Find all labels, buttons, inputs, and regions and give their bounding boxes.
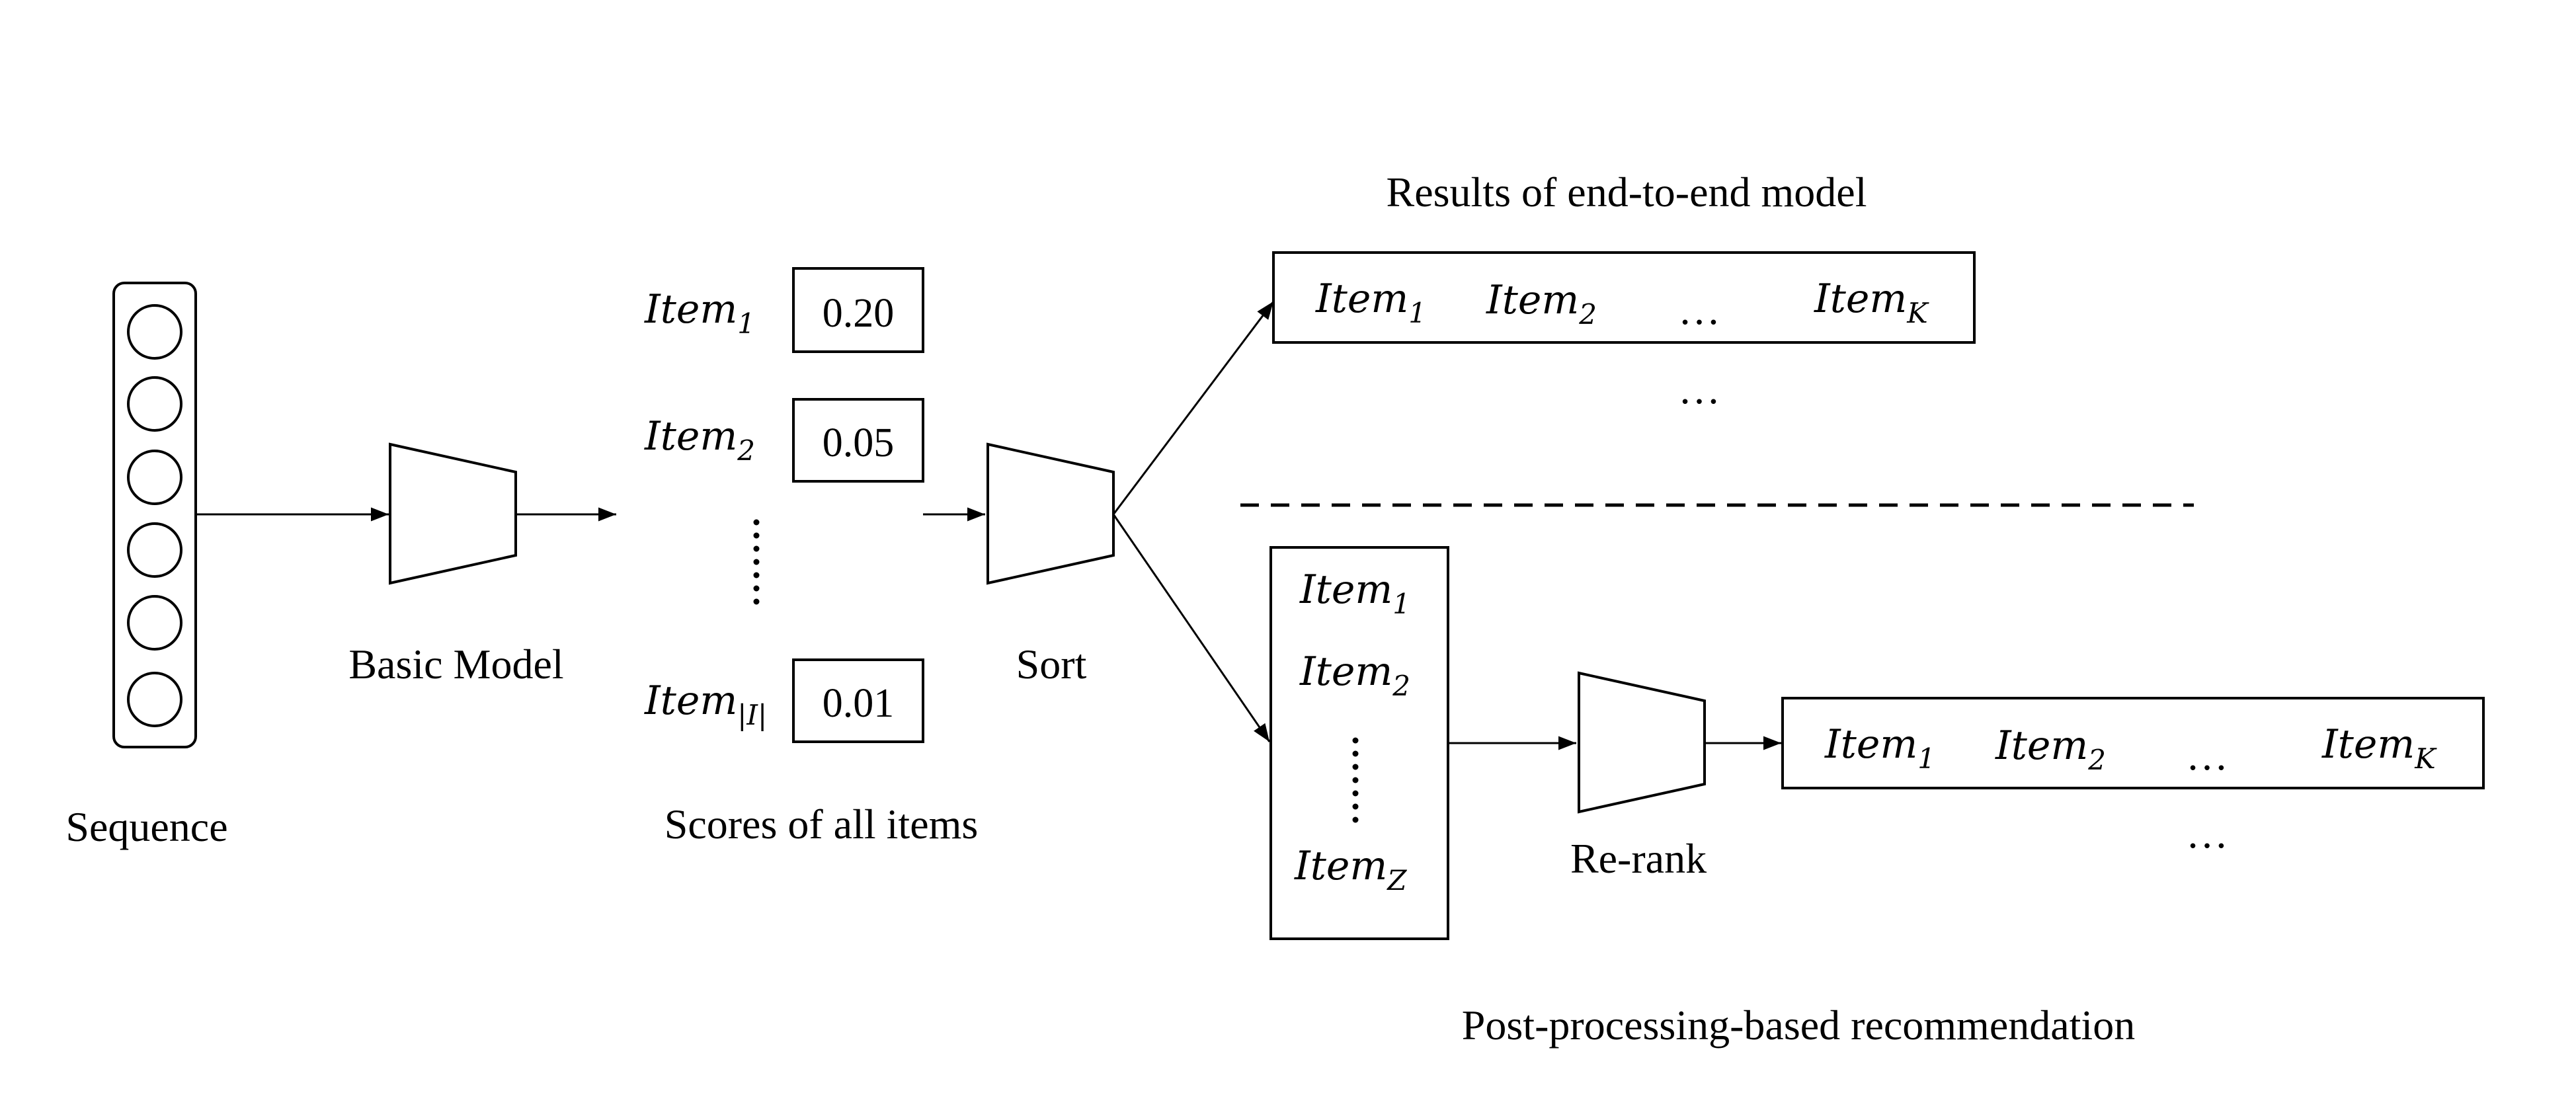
basic-model-block <box>389 442 517 585</box>
basic-model-label: Basic Model <box>348 641 563 688</box>
end-to-end-list-box <box>1272 251 1976 344</box>
sequence-node <box>127 304 182 360</box>
sequence-node <box>127 450 182 505</box>
score-value: 0.01 <box>823 681 895 726</box>
score-box <box>792 398 924 483</box>
post-processing-caption: Post-processing-based recommendation <box>1462 1002 2135 1049</box>
candidate-vertical-dots <box>1352 737 1359 823</box>
scores-caption: Scores of all items <box>664 801 979 848</box>
end-to-end-item: Item2 <box>1486 277 1597 331</box>
score-item-label: Item1 <box>644 286 755 340</box>
sequence-node <box>127 376 182 432</box>
sort-label: Sort <box>1016 641 1087 688</box>
score-value: 0.05 <box>823 420 895 465</box>
rerank-label: Re-rank <box>1570 835 1707 882</box>
end-to-end-item: Item1 <box>1315 276 1426 329</box>
score-box <box>792 267 924 353</box>
reranked-item: ItemK <box>2321 721 2437 775</box>
score-row: Item2 0.05 <box>644 398 924 483</box>
candidate-item: Item2 <box>1299 649 1410 702</box>
end-to-end-ellipsis: … <box>1678 286 1720 333</box>
sequence-node <box>127 672 182 727</box>
reranked-more-ellipsis: … <box>2186 810 2228 857</box>
sequence-label: Sequence <box>65 803 227 850</box>
score-row: Item|I| 0.01 <box>644 658 924 743</box>
score-item-label: Item2 <box>644 413 755 467</box>
sequence-node <box>127 522 182 578</box>
score-value: 0.20 <box>823 291 895 336</box>
reranked-item: Item2 <box>1995 723 2106 776</box>
candidate-item: Item1 <box>1299 567 1410 620</box>
score-item-label: Item|I| <box>644 678 767 731</box>
reranked-ellipsis: … <box>2186 732 2228 779</box>
candidate-item: ItemZ <box>1294 843 1407 896</box>
end-to-end-item: ItemK <box>1814 276 1929 329</box>
vertical-dots <box>753 519 760 605</box>
sequence-block <box>112 282 197 748</box>
sort-block <box>986 442 1115 585</box>
rerank-block <box>1578 671 1706 814</box>
arrow-sort-to-end-to-end <box>1112 301 1275 515</box>
reranked-item: Item1 <box>1824 721 1935 775</box>
arrow-sort-to-candidates <box>1112 514 1271 742</box>
sequence-node <box>127 595 182 651</box>
reranked-list-box <box>1781 697 2485 789</box>
end-to-end-more-ellipsis: … <box>1678 366 1720 413</box>
end-to-end-caption: Results of end-to-end model <box>1387 169 1867 216</box>
score-box <box>792 658 924 743</box>
score-row: Item1 0.20 <box>644 267 924 353</box>
candidate-list-box <box>1269 546 1449 940</box>
